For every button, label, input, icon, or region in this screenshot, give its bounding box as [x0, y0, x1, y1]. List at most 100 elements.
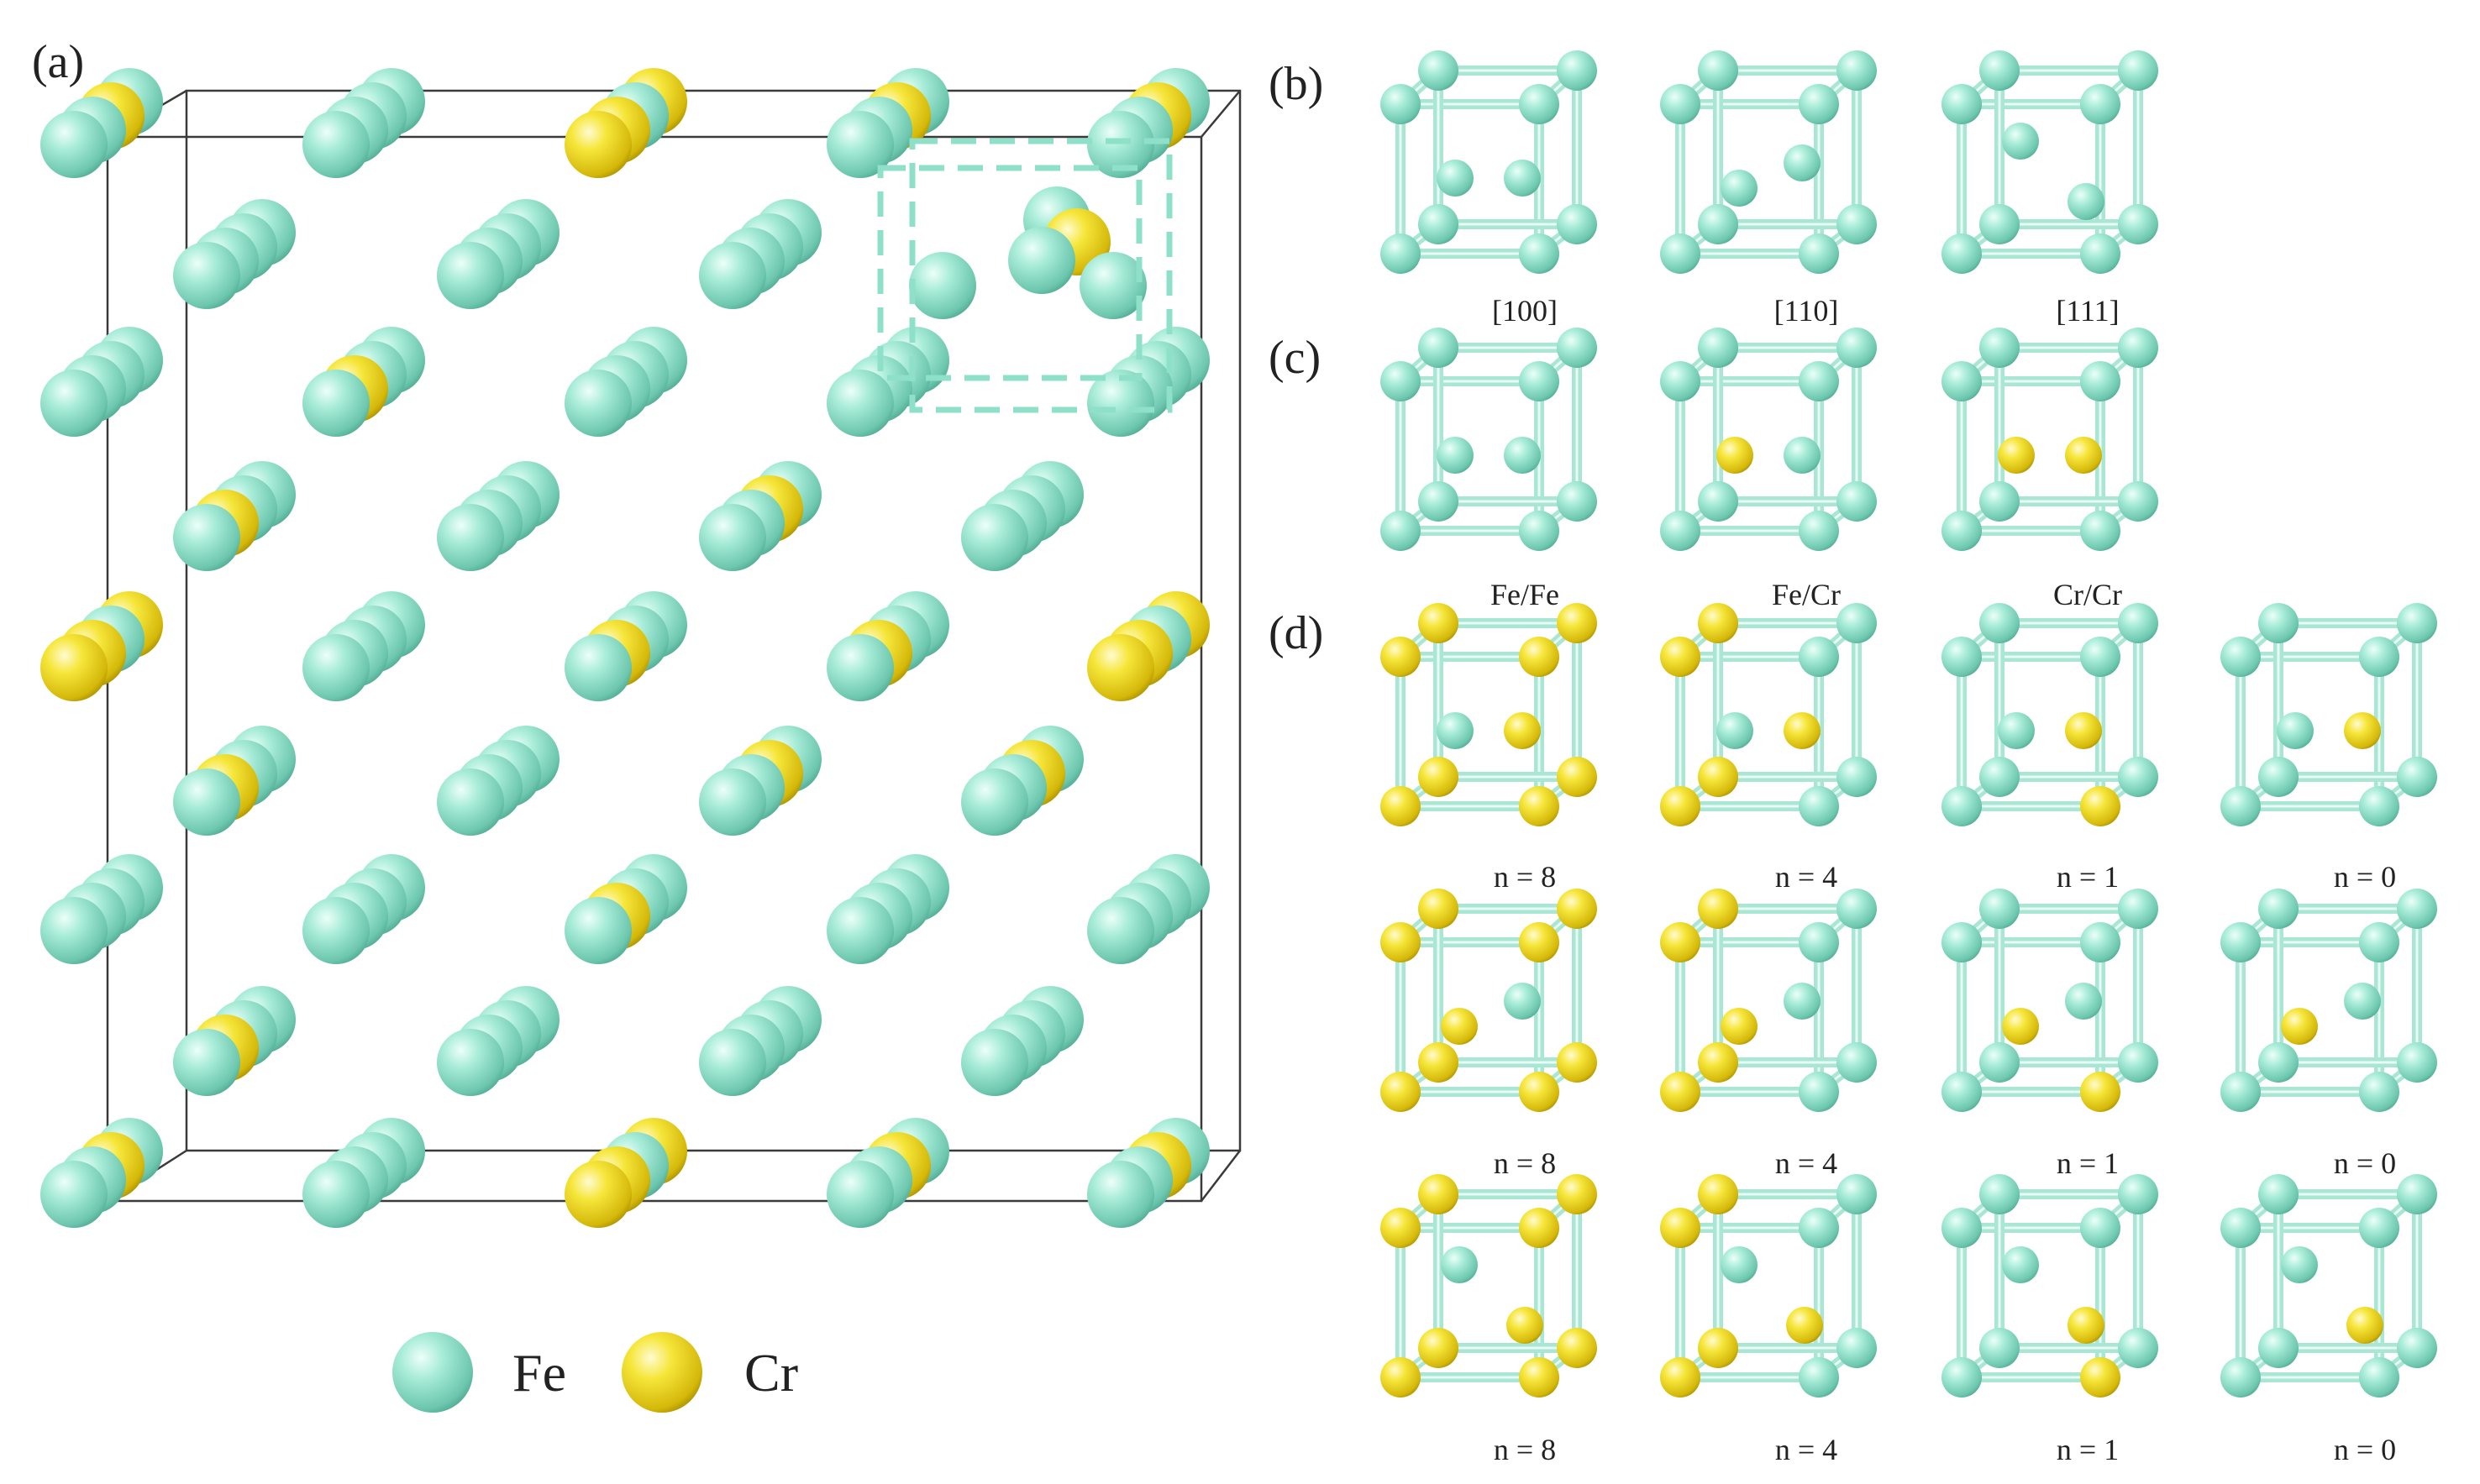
fe-atom: [1008, 227, 1075, 294]
caption-d-r1-c4: n = 0: [2334, 860, 2396, 894]
fe-corner-atom: [1698, 204, 1738, 244]
fe-corner-atom: [2118, 1174, 2158, 1214]
cr-corner-atom: [1698, 889, 1738, 929]
fe-corner-atom: [1799, 361, 1839, 401]
fe-corner-atom: [1979, 1328, 2020, 1368]
cr-atom: [1087, 634, 1154, 701]
cr-corner-atom: [1698, 1328, 1738, 1368]
fe-atom: [40, 370, 108, 437]
fe-dumbbell-atom: [2277, 712, 2314, 749]
corner-column-r1-c5: [1087, 68, 1210, 178]
fe-atom: [699, 504, 766, 571]
corner-column-r1-c1: [40, 68, 163, 178]
cr-corner-atom: [1519, 637, 1559, 677]
fe-corner-atom: [1380, 361, 1421, 401]
fe-dumbbell-atom: [2344, 983, 2381, 1020]
fe-corner-atom: [1799, 637, 1839, 677]
cell-d-r1-c3: [1941, 603, 2158, 826]
corner-column-r2-c3: [565, 327, 687, 437]
cr-corner-atom: [1698, 1042, 1738, 1083]
cr-corner-atom: [2080, 786, 2120, 826]
cr-corner-atom: [2080, 1072, 2120, 1112]
fe-corner-atom: [1836, 50, 1877, 91]
fe-corner-atom: [2258, 757, 2299, 797]
cell-b-3: [1941, 50, 2158, 274]
fe-corner-atom: [1519, 361, 1559, 401]
caption-d-r2-c1: n = 8: [1494, 1146, 1556, 1180]
cr-atom: [40, 634, 108, 701]
fe-atom: [302, 897, 370, 964]
frame-edge-1: [1201, 90, 1241, 138]
fe-corner-atom: [1557, 328, 1597, 368]
caption-d-r1-c1: n = 8: [1494, 860, 1556, 894]
cell-d-r2-c1: [1380, 889, 1597, 1112]
cr-corner-atom: [1418, 1328, 1458, 1368]
caption-d-r3-c2: n = 4: [1775, 1433, 1837, 1466]
fe-dumbbell-atom: [1437, 437, 1474, 474]
cell-d-r2-c4: [2220, 889, 2437, 1112]
highlight-back: [909, 138, 1173, 413]
fe-corner-atom: [2397, 603, 2437, 643]
cr-corner-atom: [1380, 1208, 1421, 1248]
corner-column-r1-c3: [565, 68, 687, 178]
cr-corner-atom: [1519, 1072, 1559, 1112]
cr-dumbbell-atom: [1504, 712, 1541, 749]
fe-atom: [173, 504, 240, 571]
cr-corner-atom: [1380, 922, 1421, 962]
cell-c-3: [1941, 328, 2158, 551]
cr-dumbbell-atom: [2065, 437, 2102, 474]
corner-column-r5-c3: [565, 1118, 687, 1228]
fe-atom: [827, 897, 894, 964]
fe-corner-atom: [2118, 889, 2158, 929]
body-column-r1-c3: [699, 199, 822, 309]
corner-column-r4-c1: [40, 854, 163, 964]
fe-dumbbell-atom: [1721, 1246, 1758, 1283]
cr-atom: [565, 111, 632, 178]
fe-corner-atom: [1660, 233, 1700, 274]
caption-c-2: Fe/Cr: [1772, 578, 1841, 611]
fe-corner-atom: [1557, 481, 1597, 522]
cr-corner-atom: [1557, 603, 1597, 643]
fe-corner-atom: [2080, 84, 2120, 124]
caption-b-2: [110]: [1774, 294, 1839, 328]
fe-corner-atom: [1660, 84, 1700, 124]
fe-corner-atom: [1799, 511, 1839, 551]
fe-dumbbell-atom: [1437, 160, 1474, 197]
fe-atom: [699, 242, 766, 309]
fe-atom: [437, 768, 504, 836]
body-column-r3-c4: [961, 726, 1084, 836]
fe-corner-atom: [2118, 204, 2158, 244]
panel-label-b: (b): [1269, 58, 1323, 110]
cell-d-r3-c2: [1660, 1174, 1877, 1397]
corner-column-r2-c1: [40, 327, 163, 437]
fe-corner-atom: [1836, 1328, 1877, 1368]
fe-dumbbell-atom: [1504, 160, 1541, 197]
cr-dumbbell-atom: [2344, 712, 2381, 749]
fe-corner-atom: [1979, 757, 2020, 797]
fe-corner-atom: [2220, 1208, 2261, 1248]
panel-b-captions: [100] [110] [111]: [1492, 294, 2120, 328]
fe-dumbbell-atom: [2068, 183, 2104, 220]
fe-corner-atom: [1979, 889, 2020, 929]
fe-corner-atom: [1799, 233, 1839, 274]
cr-corner-atom: [1660, 1357, 1700, 1397]
fe-corner-atom: [1836, 328, 1877, 368]
fe-corner-atom: [1941, 1072, 1982, 1112]
corner-column-r4-c3: [565, 854, 687, 964]
body-column-r2-c1: [173, 461, 296, 571]
fe-corner-atom: [1941, 84, 1982, 124]
fe-corner-atom: [1979, 1174, 2020, 1214]
fe-dumbbell-atom: [1784, 983, 1821, 1020]
fe-corner-atom: [2118, 328, 2158, 368]
corner-column-r5-c4: [827, 1118, 949, 1228]
caption-b-1: [100]: [1492, 294, 1558, 328]
cr-dumbbell-atom: [1786, 1307, 1823, 1344]
cr-corner-atom: [1519, 786, 1559, 826]
fe-dumbbell-atom: [1998, 712, 2035, 749]
fe-corner-atom: [2258, 889, 2299, 929]
legend-fe-label: Fe: [512, 1343, 566, 1403]
legend: Fe Cr: [392, 1332, 798, 1413]
corner-column-r5-c1: [40, 1118, 163, 1228]
cr-dumbbell-atom: [1441, 1008, 1478, 1045]
fe-corner-atom: [1836, 757, 1877, 797]
